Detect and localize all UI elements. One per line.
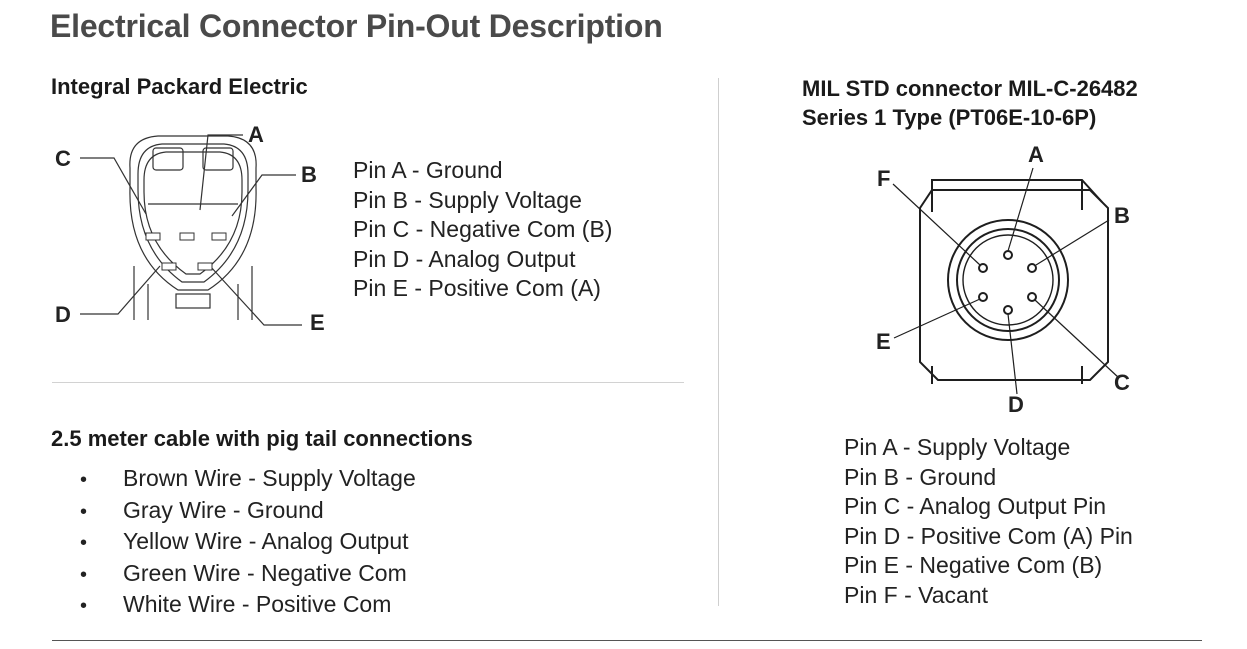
- bullet: •: [80, 595, 88, 618]
- mil-heading: MIL STD connector MIL-C-26482 Series 1 T…: [802, 74, 1138, 132]
- column-divider: [718, 78, 719, 606]
- packard-heading: Integral Packard Electric: [51, 74, 308, 99]
- list-item: Pin A - Ground: [353, 157, 503, 183]
- mil-callout-d: D: [1008, 392, 1024, 417]
- mil-heading-line2: Series 1 Type (PT06E-10-6P): [802, 105, 1097, 130]
- wire-list: • Brown Wire - Supply Voltage • Gray Wire …: [80, 464, 416, 622]
- mil-pin-b: [1027, 263, 1037, 273]
- list-item: • Green Wire - Negative Com: [80, 559, 416, 591]
- bullet: •: [80, 500, 88, 523]
- bullet: •: [80, 563, 88, 586]
- list-item: Pin D - Positive Com (A) Pin: [844, 522, 1133, 549]
- list-item: Pin A - Supply Voltage: [844, 434, 1071, 460]
- list-item: Pin E - Negative Com (B): [844, 552, 1103, 578]
- list-item: Pin C - Analog Output Pin: [844, 493, 1107, 519]
- list-item: • Yellow Wire - Analog Output: [80, 527, 416, 559]
- bullet: •: [80, 469, 88, 491]
- wire-label: Yellow Wire - Analog Output: [123, 528, 409, 555]
- packard-pin-e: [197, 262, 213, 271]
- packard-pin-a: [179, 232, 195, 241]
- mil-pin-a: [1003, 250, 1013, 260]
- mil-pin-e: [978, 292, 988, 302]
- wire-label: Gray Wire - Ground: [123, 496, 324, 523]
- mil-callout-f: F: [877, 166, 890, 191]
- packard-pin-c: [145, 232, 161, 241]
- mil-callout-e: E: [876, 329, 891, 354]
- packard-pin-b: [211, 232, 227, 241]
- wire-label: Green Wire - Negative Com: [123, 559, 407, 586]
- mil-connector-diagram: A B C D E F: [876, 142, 1130, 417]
- mil-pin-list: Pin A - Supply Voltage Pin B - Ground Pi…: [844, 433, 1133, 610]
- mil-pin-f: [978, 263, 988, 273]
- list-item: • Gray Wire - Ground: [80, 496, 416, 528]
- packard-callout-e: E: [310, 310, 325, 335]
- list-item: • White Wire - Positive Com: [80, 590, 416, 622]
- section-divider: [52, 382, 684, 383]
- mil-callout-c: C: [1114, 370, 1130, 395]
- list-item: • Brown Wire - Supply Voltage: [80, 464, 416, 496]
- list-item: Pin C - Negative Com (B): [353, 216, 613, 242]
- packard-pin-d: [161, 262, 177, 271]
- cable-heading: 2.5 meter cable with pig tail connection…: [51, 426, 473, 451]
- wire-label: Brown Wire - Supply Voltage: [123, 465, 416, 491]
- mil-heading-line1: MIL STD connector MIL-C-26482: [802, 76, 1138, 101]
- mil-pin-d: [1003, 305, 1013, 315]
- mil-callout-b: B: [1114, 203, 1130, 228]
- packard-callout-a: A: [248, 122, 264, 147]
- list-item: Pin B - Ground: [844, 463, 997, 490]
- list-item: Pin E - Positive Com (A): [353, 275, 601, 301]
- packard-callout-d: D: [55, 302, 71, 327]
- bullet: •: [80, 532, 88, 555]
- list-item: Pin B - Supply Voltage: [353, 186, 582, 213]
- packard-callout-c: C: [55, 146, 71, 171]
- packard-pin-list: Pin A - Ground Pin B - Supply Voltage Pi…: [353, 156, 612, 304]
- list-item: Pin F - Vacant: [844, 581, 989, 608]
- mil-callout-a: A: [1028, 142, 1044, 167]
- wire-label: White Wire - Positive Com: [123, 591, 392, 618]
- packard-connector-diagram: A B C D E: [55, 122, 325, 335]
- packard-callout-b: B: [301, 162, 317, 187]
- page-title: Electrical Connector Pin-Out Description: [50, 8, 663, 44]
- footer-rule: [52, 640, 1202, 641]
- mil-pin-c: [1027, 292, 1037, 302]
- list-item: Pin D - Analog Output: [353, 245, 576, 272]
